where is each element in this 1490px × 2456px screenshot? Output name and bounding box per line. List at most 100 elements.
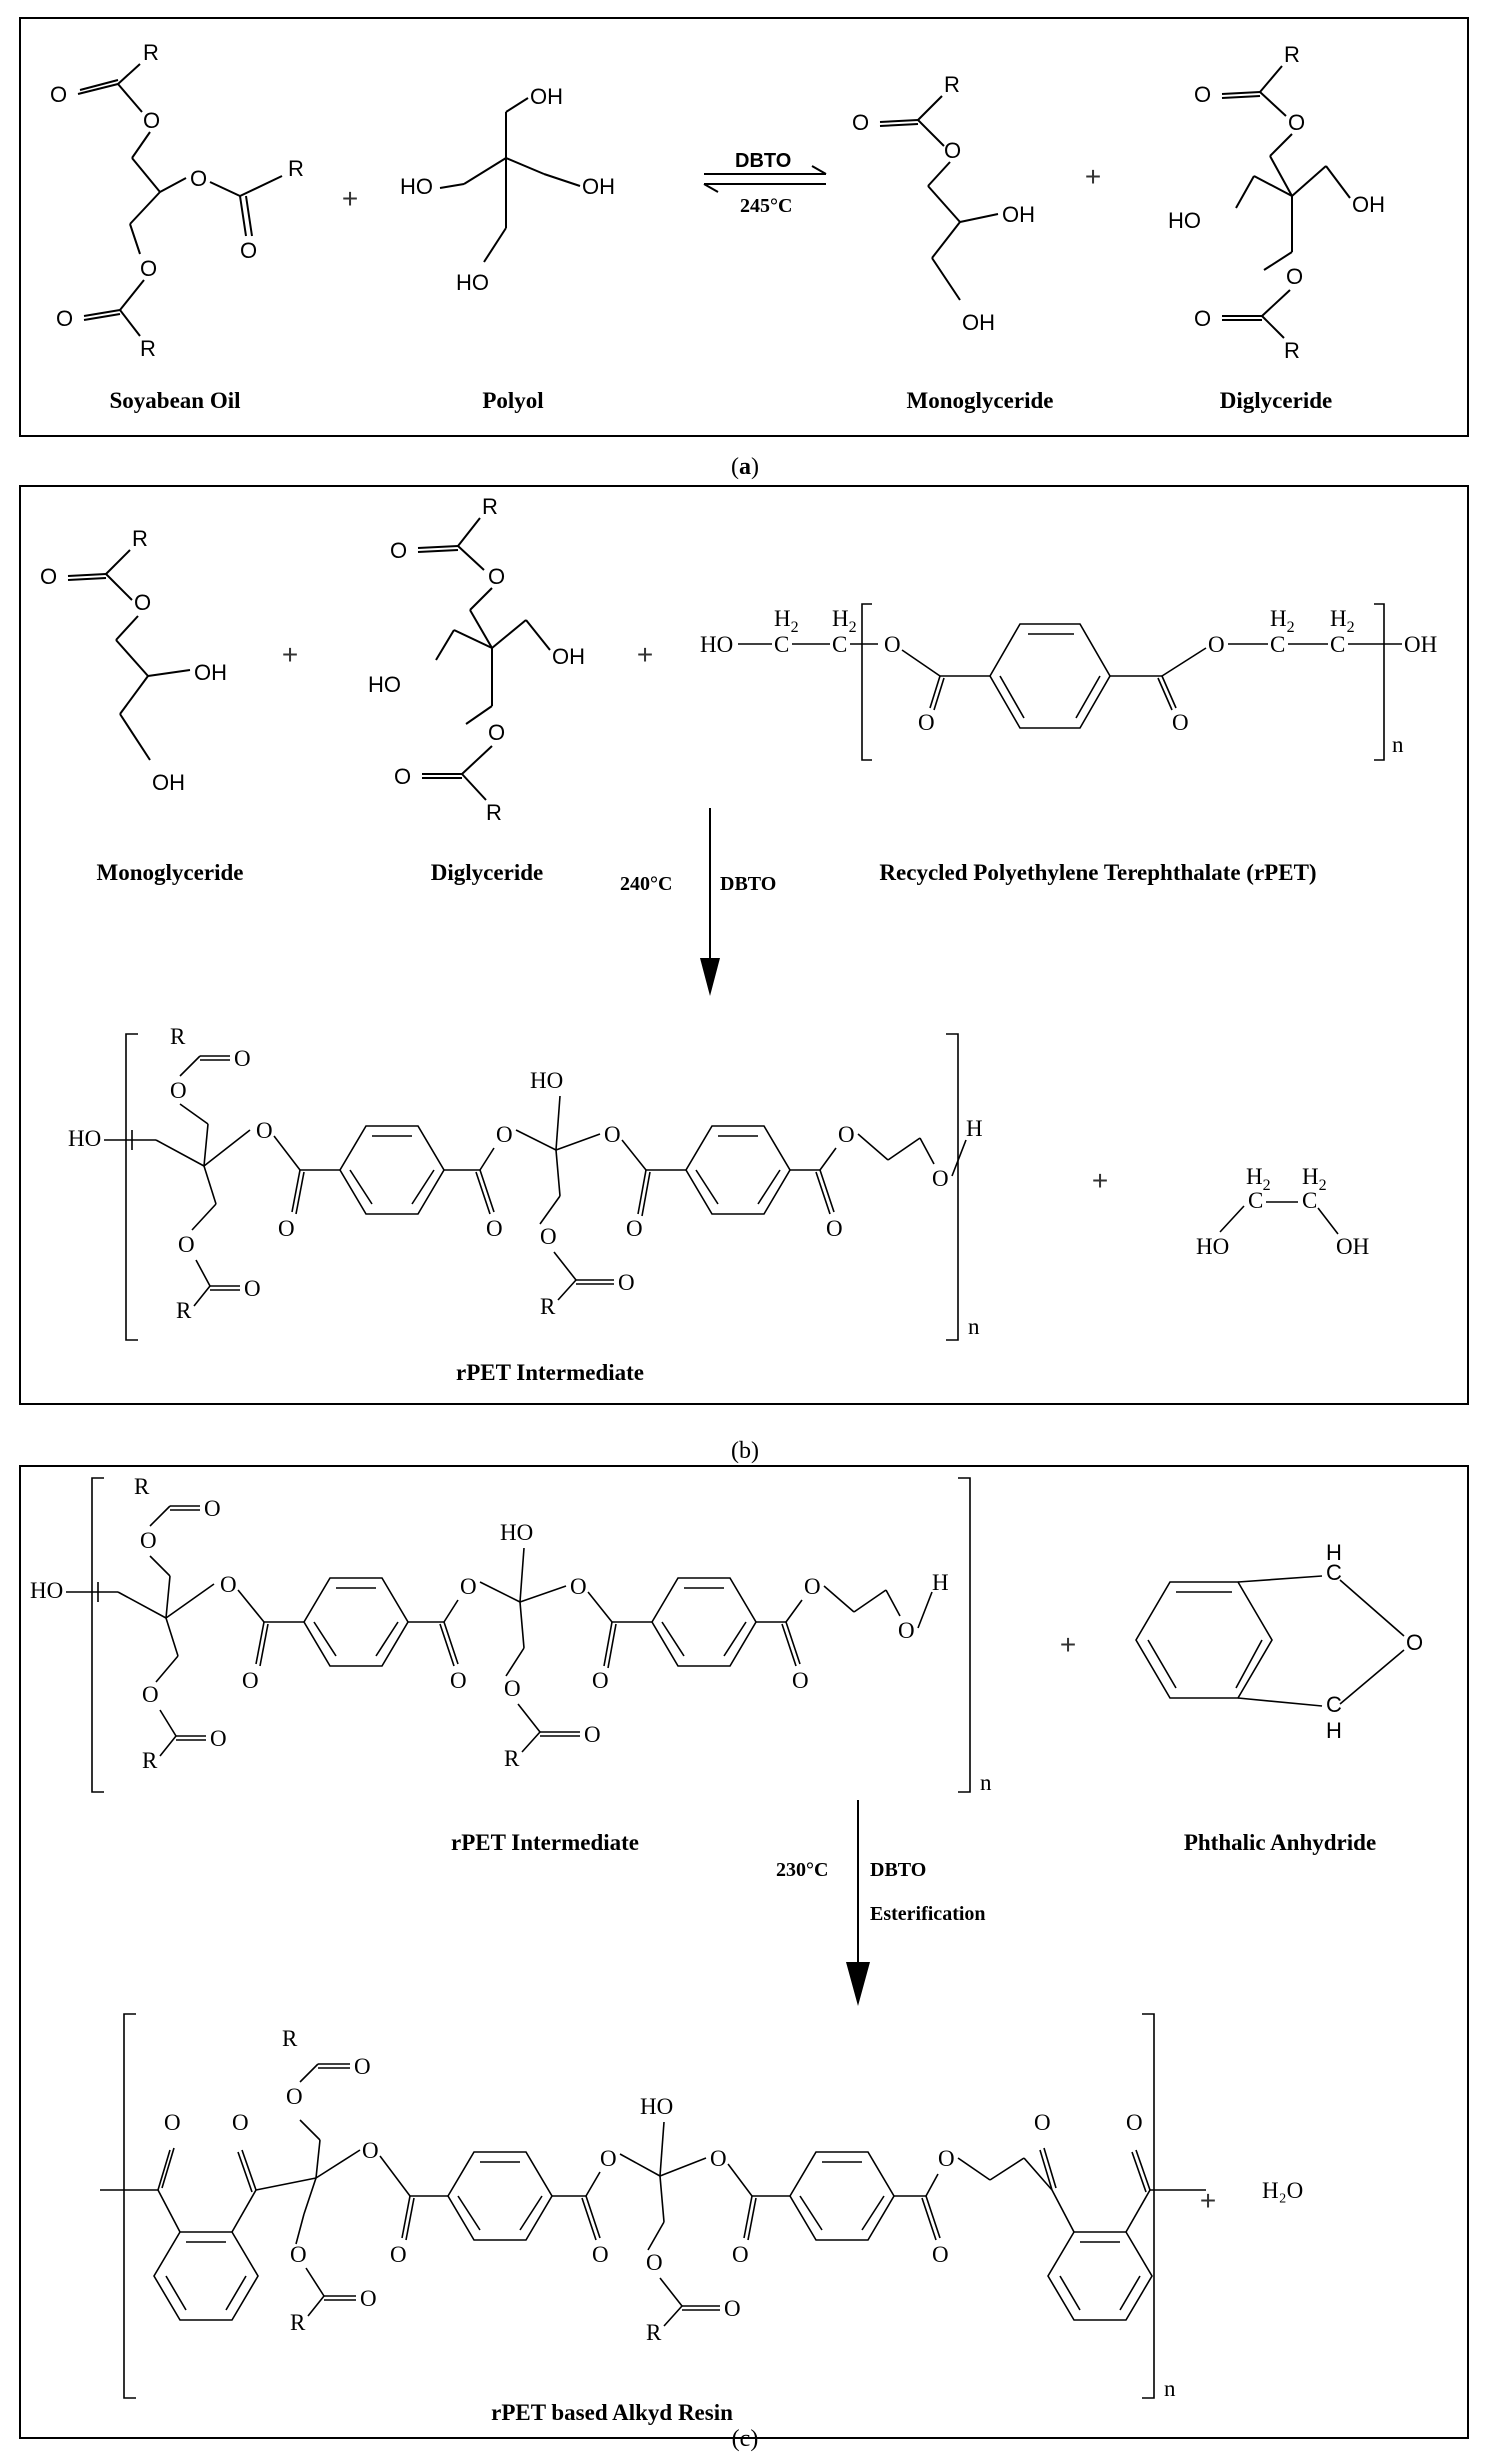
hydroxyl-group: HO — [68, 1126, 101, 1151]
polyol-structure: OH OH HO HO — [400, 84, 615, 295]
oxygen-atom: O — [390, 2242, 407, 2267]
oxygen-atom: O — [1172, 710, 1189, 735]
hydroxyl-group: OH — [552, 644, 585, 669]
panel-b-caption: (b) — [731, 1438, 759, 1464]
r-group: R — [170, 1024, 186, 1049]
panel-b-frame — [19, 485, 1469, 1405]
oxygen-atom: O — [170, 1078, 187, 1103]
rpet-label: Recycled Polyethylene Terephthalate (rPE… — [879, 860, 1316, 885]
h-atom: H — [1270, 606, 1287, 631]
oxygen-atom: O — [488, 720, 505, 745]
r-group: R — [132, 526, 148, 551]
oxygen-atom: O — [1194, 82, 1211, 107]
oxygen-atom: O — [932, 2242, 949, 2267]
hydroxyl-group: HO — [500, 1520, 533, 1545]
oxygen-atom: O — [40, 564, 57, 589]
monoglyceride-structure: R O O OH OH — [852, 72, 1035, 335]
subscript-two: 2 — [791, 619, 799, 636]
oxygen-atom: O — [220, 1572, 237, 1597]
oxygen-atom: O — [256, 1118, 273, 1143]
oxygen-atom: O — [142, 1682, 159, 1707]
rpet-intermediate-structure: HO O O R O O R O O — [30, 1474, 992, 1795]
ethylene-glycol-structure: HO C H2 C H2 OH — [1196, 1164, 1369, 1259]
ch2-label: H2 — [1302, 1164, 1327, 1194]
hydroxyl-group: OH — [530, 84, 563, 109]
hydroxyl-group: OH — [582, 174, 615, 199]
hydroxyl-group: HO — [400, 174, 433, 199]
r-group: R — [646, 2320, 662, 2345]
oxygen-atom: O — [1034, 2110, 1051, 2135]
oxygen-atom: O — [732, 2242, 749, 2267]
h-atom: H — [1326, 1540, 1342, 1565]
oxygen-atom: O — [242, 1668, 259, 1693]
oxygen-atom: O — [362, 2138, 379, 2163]
oxygen-atom: O — [140, 1528, 157, 1553]
repeat-index: n — [968, 1314, 980, 1339]
oxygen-atom: O — [204, 1496, 221, 1521]
panel-c-frame — [19, 1465, 1469, 2439]
h-atom: H — [1326, 1718, 1342, 1743]
h-atom: H — [1246, 1164, 1263, 1189]
diglyceride-label: Diglyceride — [1220, 388, 1332, 413]
ch2-label: H2 — [1270, 606, 1295, 636]
hydroxyl-group: HO — [456, 270, 489, 295]
oxygen-atom: O — [1194, 306, 1211, 331]
plus-sign: + — [282, 639, 298, 670]
hydroxyl-group: OH — [152, 770, 185, 795]
hydroxyl-group: HO — [700, 632, 733, 657]
process-label: Esterification — [870, 1903, 986, 1925]
oxygen-atom: O — [390, 538, 407, 563]
oxygen-atom: O — [286, 2084, 303, 2109]
hydroxyl-group: OH — [1002, 202, 1035, 227]
catalyst-label: DBTO — [720, 873, 776, 895]
oxygen-atom: O — [234, 1046, 251, 1071]
oxygen-atom: O — [918, 710, 935, 735]
oxygen-atom: O — [50, 82, 67, 107]
oxygen-atom: O — [592, 2242, 609, 2267]
h-atom: H — [1302, 1164, 1319, 1189]
oxygen-atom: O — [164, 2110, 181, 2135]
subscript-two: 2 — [1287, 619, 1295, 636]
panel-a: R O O O R O O O R Soyabe — [19, 17, 1469, 437]
r-group: R — [282, 2026, 298, 2051]
alkyd-resin-structure: O O O O R O O R — [100, 2013, 1206, 2401]
oxygen-atom: O — [488, 564, 505, 589]
plus-sign: + — [1200, 2185, 1216, 2216]
panel-a-caption: (a) — [731, 454, 759, 480]
hydroxyl-group: HO — [530, 1068, 563, 1093]
hydroxyl-group: HO — [368, 672, 401, 697]
diglyceride-structure: R O O OH HO O O R — [1168, 42, 1385, 363]
hydroxyl-group: OH — [962, 310, 995, 335]
r-group: R — [1284, 338, 1300, 363]
r-group: R — [288, 156, 304, 181]
h-atom: H — [832, 606, 849, 631]
oxygen-atom: O — [1288, 110, 1305, 135]
oxygen-atom: O — [486, 1216, 503, 1241]
diglyceride-structure: R O O OH HO O O R — [368, 494, 585, 825]
panel-a-frame — [19, 17, 1469, 437]
rpet-intermediate-label: rPET Intermediate — [456, 1360, 644, 1385]
rpet-structure: HO C H2 C H2 O O O O — [700, 603, 1437, 761]
subscript-two: 2 — [849, 619, 857, 636]
oxygen-atom: O — [592, 1668, 609, 1693]
soybean-oil-label: Soyabean Oil — [109, 388, 240, 413]
oxygen-atom: O — [604, 1122, 621, 1147]
repeat-index: n — [1164, 2376, 1176, 2401]
r-group: R — [140, 336, 156, 361]
subscript-two: 2 — [1347, 619, 1355, 636]
oxygen-atom: O — [1406, 1630, 1423, 1655]
ch2-label: H2 — [832, 606, 857, 636]
rpet-intermediate-label: rPET Intermediate — [451, 1830, 639, 1855]
r-group: R — [143, 40, 159, 65]
oxygen-atom: O — [354, 2054, 371, 2079]
oxygen-atom: O — [360, 2286, 377, 2311]
oxygen-atom: O — [584, 1722, 601, 1747]
oxygen-atom: O — [618, 1270, 635, 1295]
r-group: R — [142, 1748, 158, 1773]
oxygen-atom: O — [792, 1668, 809, 1693]
oxygen-atom: O — [1286, 264, 1303, 289]
ch2-label: H2 — [1246, 1164, 1271, 1194]
repeat-index: n — [1392, 732, 1404, 757]
carbon-atom: C — [1302, 1188, 1317, 1213]
hydroxyl-group: HO — [1168, 208, 1201, 233]
